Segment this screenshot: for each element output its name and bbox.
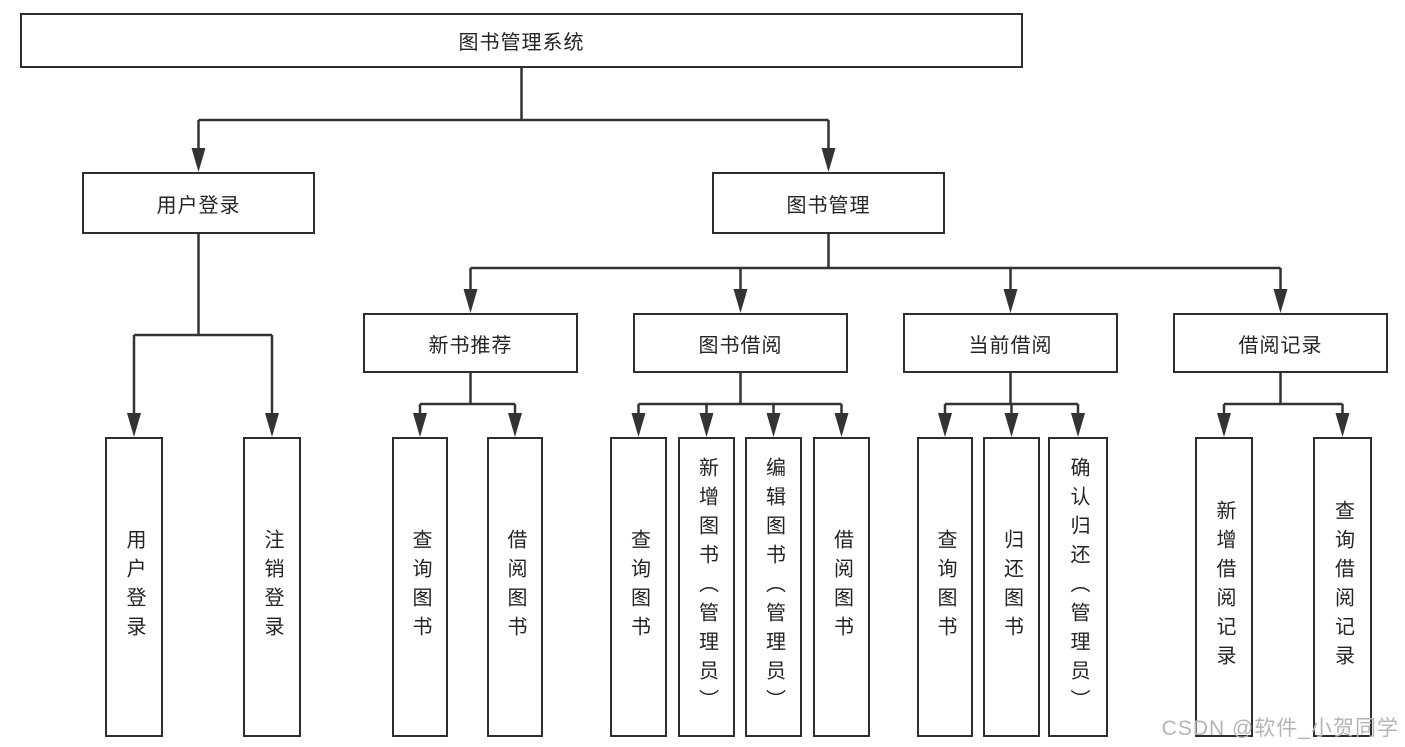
node-user-login: 用户登录 bbox=[82, 172, 315, 234]
arrowhead-icons bbox=[127, 148, 1350, 437]
node-leaf-edit-book-admin: 编辑图书（管理员） bbox=[745, 437, 802, 737]
node-leaf-borrow-books: 借阅图书 bbox=[813, 437, 870, 737]
node-leaf-query-books-current: 查询图书 bbox=[917, 437, 973, 737]
node-leaf-add-borrow-record: 新增借阅记录 bbox=[1195, 437, 1253, 737]
csdn-watermark: CSDN @软件_小贺同学 bbox=[1161, 717, 1399, 740]
node-book-management: 图书管理 bbox=[712, 172, 945, 234]
node-borrow-records: 借阅记录 bbox=[1173, 313, 1388, 373]
node-leaf-user-login: 用户登录 bbox=[105, 437, 163, 737]
node-current-borrow: 当前借阅 bbox=[903, 313, 1118, 373]
node-leaf-logout: 注销登录 bbox=[243, 437, 301, 737]
node-leaf-query-books-recommend: 查询图书 bbox=[392, 437, 448, 737]
node-leaf-add-book-admin: 新增图书（管理员） bbox=[678, 437, 735, 737]
node-new-book-recommend: 新书推荐 bbox=[363, 313, 578, 373]
node-leaf-return-book: 归还图书 bbox=[983, 437, 1040, 737]
node-library-management-system: 图书管理系统 bbox=[20, 13, 1023, 68]
node-leaf-confirm-return-admin: 确认归还（管理员） bbox=[1048, 437, 1108, 737]
node-leaf-query-books-borrow: 查询图书 bbox=[610, 437, 667, 737]
node-book-borrow: 图书借阅 bbox=[633, 313, 848, 373]
node-leaf-query-borrow-record: 查询借阅记录 bbox=[1313, 437, 1372, 737]
node-leaf-borrow-books-recommend: 借阅图书 bbox=[487, 437, 543, 737]
